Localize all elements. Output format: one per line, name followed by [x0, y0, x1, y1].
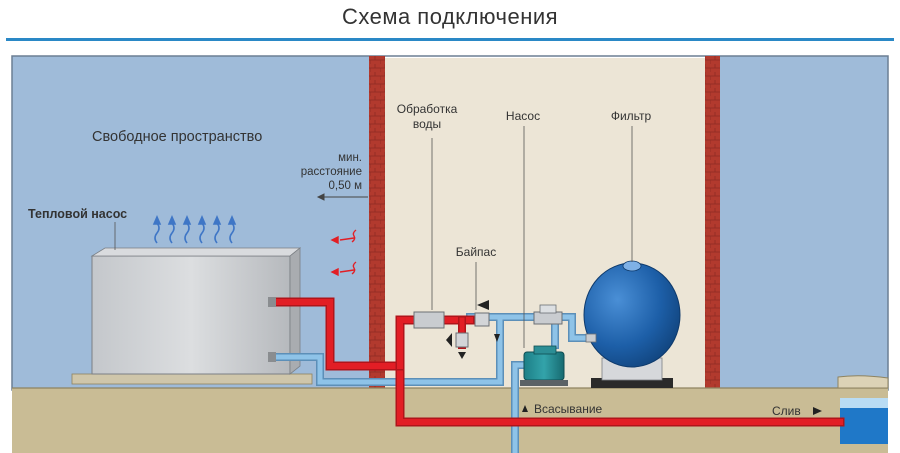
heat-pump-label: Тепловой насос: [28, 207, 127, 221]
bypass-label: Байпас: [456, 245, 496, 259]
pool-edge: [837, 375, 889, 389]
drain-label: Слив: [772, 404, 801, 418]
circulation-pump-icon: [520, 345, 568, 386]
min-distance-label-3: 0,50 м: [329, 180, 363, 192]
heat-pump-top: [90, 247, 302, 257]
water-treatment-label-2: воды: [413, 117, 441, 131]
drain-arrow-icon: [813, 407, 822, 415]
cold-inlet-stub: [268, 352, 276, 362]
suction-label: Всасывание: [534, 402, 603, 416]
heat-pump-side: [289, 247, 301, 375]
right-brick-wall: [705, 56, 720, 390]
diagram-title: Схема подключения: [341, 4, 559, 29]
pool-water-top: [840, 398, 888, 408]
suction-arrow-icon: [522, 405, 528, 412]
min-distance-label-1: мин.: [338, 152, 362, 164]
pump-label: Насос: [506, 109, 540, 123]
heat-pump-body: [91, 255, 291, 375]
heat-waves-icon: [152, 214, 237, 244]
bypass-valves-icon: [446, 300, 500, 359]
min-distance-arrow: [316, 193, 368, 201]
water-treatment-label-1: Обработка: [397, 102, 458, 116]
left-brick-wall: [369, 56, 385, 390]
filter-label: Фильтр: [611, 109, 652, 123]
right-wall-area: [720, 56, 888, 390]
multiport-valve-icon: [533, 304, 563, 325]
sand-filter-icon: [583, 260, 681, 388]
hot-outlet-stub: [268, 297, 276, 307]
water-treatment-device: [413, 311, 445, 329]
heat-pump-base: [71, 373, 313, 385]
free-space-label: Свободное пространство: [92, 129, 262, 145]
wall-heat-arrows-icon: [330, 229, 357, 277]
title-underline: [6, 38, 894, 41]
min-distance-label-2: расстояние: [301, 166, 362, 178]
